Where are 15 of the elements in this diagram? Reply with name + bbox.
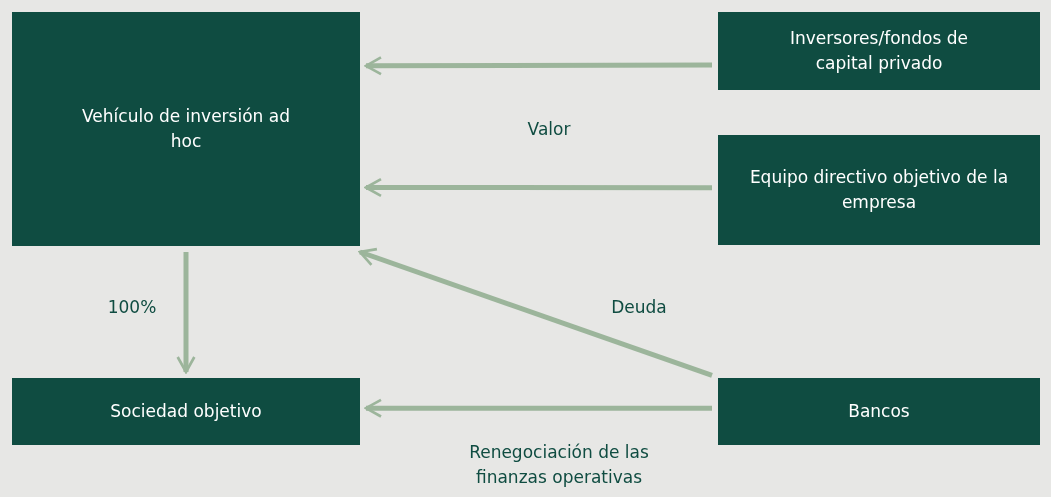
arrow: [364, 56, 712, 76]
box-text: Equipo directivo objetivo de la empresa: [748, 166, 1010, 214]
box-text: Vehículo de inversión ad hoc: [81, 105, 291, 153]
box-text: Sociedad objetivo: [110, 400, 262, 424]
arrow: [176, 252, 196, 374]
box: [718, 135, 1040, 245]
box-text: Inversores/fondos de capital privado: [788, 27, 970, 75]
box: [718, 12, 1040, 90]
arrow: [358, 247, 713, 378]
box: [12, 378, 360, 445]
box: [12, 12, 360, 246]
arrow: [364, 177, 712, 198]
box-text: Bancos: [848, 400, 910, 424]
box: [718, 378, 1040, 445]
arrow: [364, 398, 712, 418]
